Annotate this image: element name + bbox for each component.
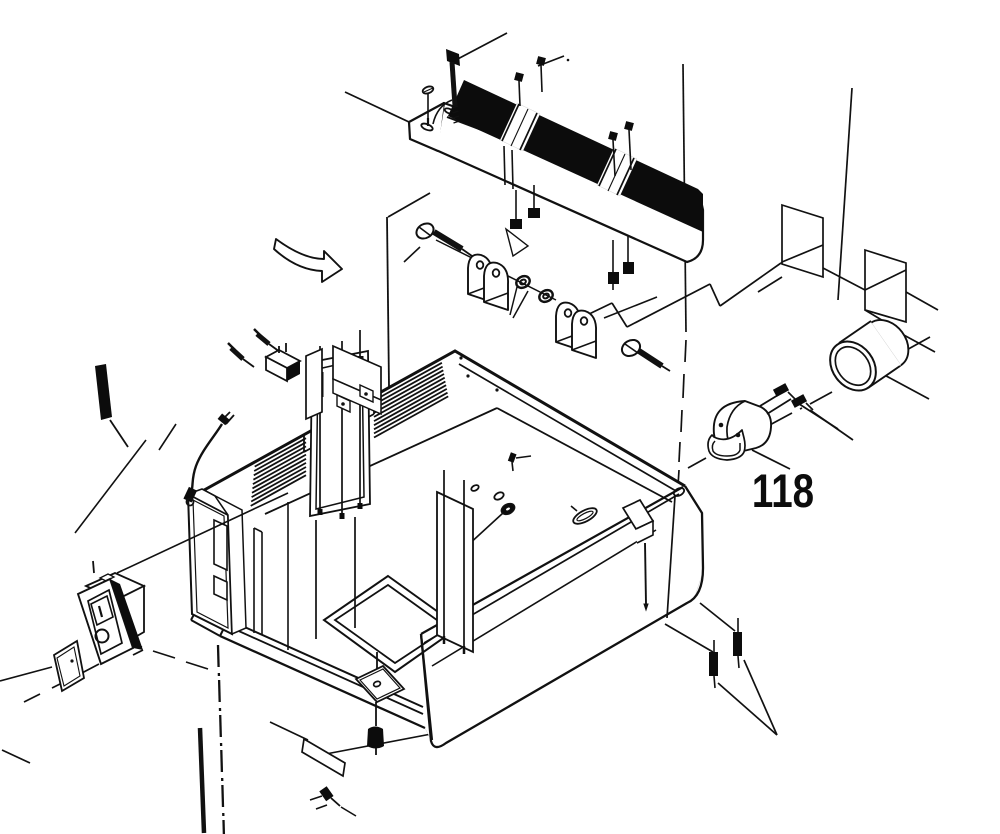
- svg-text:118: 118: [752, 465, 814, 517]
